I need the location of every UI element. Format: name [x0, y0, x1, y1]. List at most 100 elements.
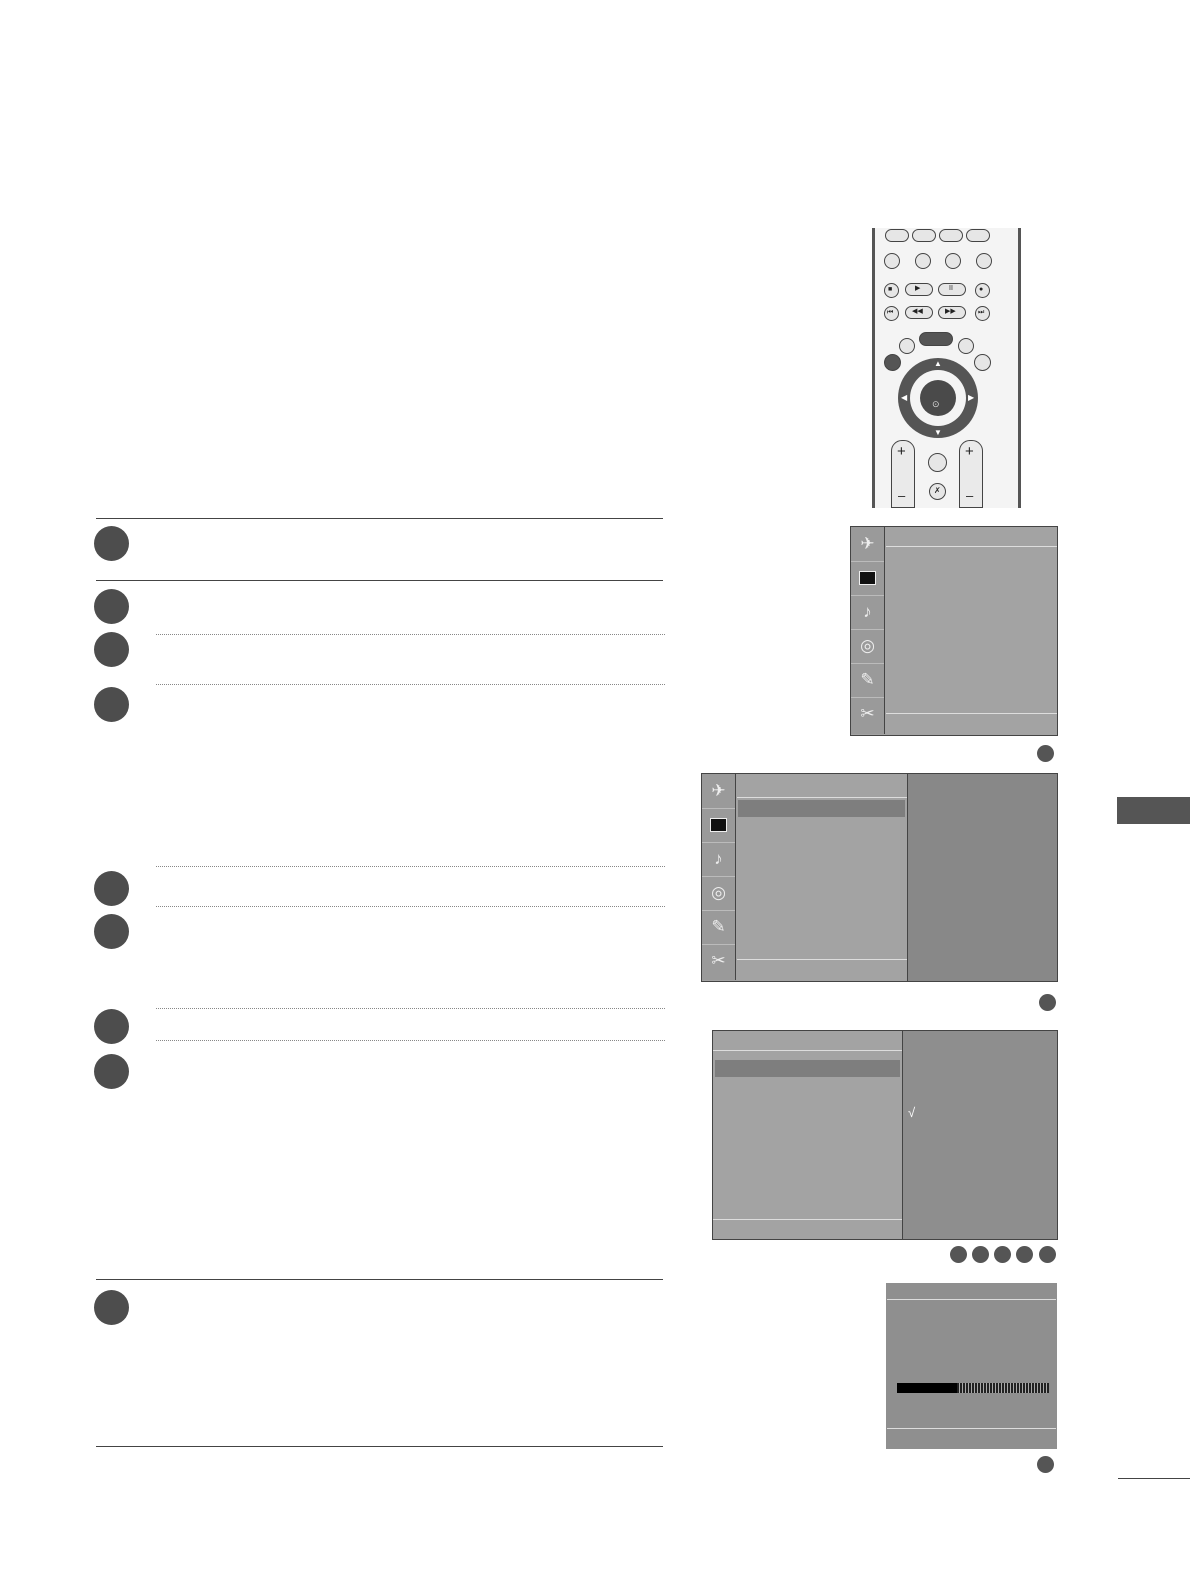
step-badge — [972, 1246, 989, 1263]
fast-forward-button[interactable]: ▶▶ — [938, 306, 966, 319]
chapter-side-tab — [1117, 797, 1190, 824]
menu-button[interactable] — [919, 332, 953, 346]
channel-rocker[interactable]: + – — [959, 440, 983, 508]
step-divider — [156, 634, 665, 635]
mute-icon: ✗ — [934, 486, 941, 495]
up-arrow-icon[interactable]: ▲ — [934, 359, 942, 368]
step-badge — [1037, 1456, 1054, 1473]
exit-button[interactable] — [958, 338, 974, 354]
color-button-red[interactable] — [885, 229, 909, 242]
step-marker — [94, 1290, 129, 1325]
picture-icon[interactable] — [702, 808, 735, 843]
mute-button[interactable]: ✗ — [929, 483, 946, 500]
ok-icon: ⊙ — [932, 399, 940, 409]
info-button[interactable] — [899, 338, 915, 354]
progress-bar-fill — [897, 1383, 957, 1393]
step-badge — [950, 1246, 967, 1263]
record-icon: ● — [979, 286, 984, 293]
antenna-icon[interactable]: ✈ — [851, 527, 884, 562]
step-marker — [94, 687, 129, 722]
step-marker — [94, 914, 129, 949]
menu-footer-line — [886, 713, 1057, 714]
menu-highlight-button[interactable] — [884, 354, 901, 371]
antenna-icon[interactable]: ✈ — [702, 774, 735, 809]
wrench-icon[interactable]: ✎ — [702, 910, 735, 945]
plus-icon: + — [897, 443, 906, 460]
speaker-icon[interactable]: ♪ — [851, 595, 884, 630]
setup-menu-screen: ✈ ♪ ◎ ✎ ✂ — [850, 526, 1058, 736]
section-rule-bottom — [96, 1446, 663, 1447]
minus-icon: – — [966, 488, 974, 503]
settings-icon[interactable]: ✂ — [711, 951, 726, 970]
page-number-rule — [1118, 1478, 1190, 1479]
step-divider — [156, 684, 665, 685]
plus-icon: + — [965, 443, 974, 460]
step-badge — [1039, 994, 1056, 1011]
section-rule-3 — [96, 1279, 663, 1280]
play-button[interactable]: ▶ — [905, 283, 933, 296]
previous-icon: ⏮ — [887, 309, 894, 316]
color-button-blue[interactable] — [966, 229, 990, 242]
wrench-icon[interactable]: ✎ — [851, 663, 884, 698]
function-button[interactable] — [976, 253, 992, 269]
stop-icon: ■ — [888, 286, 893, 293]
picture-icon[interactable] — [851, 561, 884, 596]
step-badge — [1037, 745, 1054, 762]
menu-footer-line — [887, 1428, 1056, 1429]
step-marker — [94, 1009, 129, 1044]
step-divider — [156, 866, 665, 867]
disc-icon[interactable]: ◎ — [851, 629, 884, 664]
menu-header-line — [713, 1050, 902, 1051]
right-arrow-icon[interactable]: ▶ — [968, 393, 975, 402]
submenu-screen: ✈ ♪ ◎ ✎ ✂ — [701, 773, 908, 982]
step-divider — [156, 1040, 665, 1041]
menu-header-line — [737, 797, 907, 798]
record-button[interactable]: ● — [975, 283, 990, 298]
progress-bar — [897, 1383, 1049, 1393]
minus-icon: – — [898, 488, 906, 503]
step-marker — [94, 526, 129, 561]
menu-icon-column: ✈ ♪ ◎ ✎ ✂ — [702, 774, 736, 980]
settings-icon[interactable]: ✂ — [860, 704, 875, 723]
play-icon: ▶ — [915, 285, 921, 292]
progress-screen — [886, 1283, 1057, 1449]
down-arrow-icon[interactable]: ▼ — [934, 428, 942, 437]
section-rule-top — [96, 518, 663, 519]
color-button-green[interactable] — [912, 229, 936, 242]
step-badge — [1039, 1246, 1056, 1263]
fast-forward-icon: ▶▶ — [945, 308, 956, 315]
stop-button[interactable]: ■ — [884, 283, 899, 298]
favorite-button[interactable] — [928, 453, 947, 472]
step-divider — [156, 906, 665, 907]
volume-rocker[interactable]: + – — [891, 440, 915, 508]
option-menu-screen — [712, 1030, 903, 1240]
disc-icon[interactable]: ◎ — [702, 876, 735, 911]
menu-header-line — [886, 546, 1057, 547]
step-marker — [94, 589, 129, 624]
step-badge — [994, 1246, 1011, 1263]
function-button[interactable] — [945, 253, 961, 269]
step-marker — [94, 871, 129, 906]
step-divider — [156, 1008, 665, 1009]
pause-button[interactable]: II — [938, 283, 966, 296]
option-list-panel: √ — [902, 1030, 1058, 1240]
checkmark-icon: √ — [908, 1105, 916, 1120]
left-arrow-icon[interactable]: ◀ — [901, 393, 908, 402]
function-button[interactable] — [915, 253, 931, 269]
rewind-button[interactable]: ◀◀ — [905, 306, 933, 319]
pause-icon: II — [949, 285, 953, 292]
function-button[interactable] — [884, 253, 900, 269]
next-button[interactable]: ⏭ — [975, 306, 990, 321]
step-marker — [94, 1054, 129, 1089]
speaker-icon[interactable]: ♪ — [702, 842, 735, 877]
previous-button[interactable]: ⏮ — [884, 306, 899, 321]
menu-footer-line — [737, 959, 907, 960]
color-button-yellow[interactable] — [939, 229, 963, 242]
step-badge — [1016, 1246, 1033, 1263]
selected-menu-item[interactable] — [738, 800, 905, 817]
selected-menu-item[interactable] — [715, 1060, 900, 1077]
ok-button[interactable]: ⊙ — [920, 380, 956, 416]
back-button[interactable] — [974, 354, 991, 371]
remote-control: ■ ▶ II ● ⏮ ◀◀ ▶▶ ⏭ ⊙ ▲ ▼ ◀ ▶ + – + – ✗ — [872, 228, 1021, 508]
menu-icon-column: ✈ ♪ ◎ ✎ ✂ — [851, 527, 885, 734]
